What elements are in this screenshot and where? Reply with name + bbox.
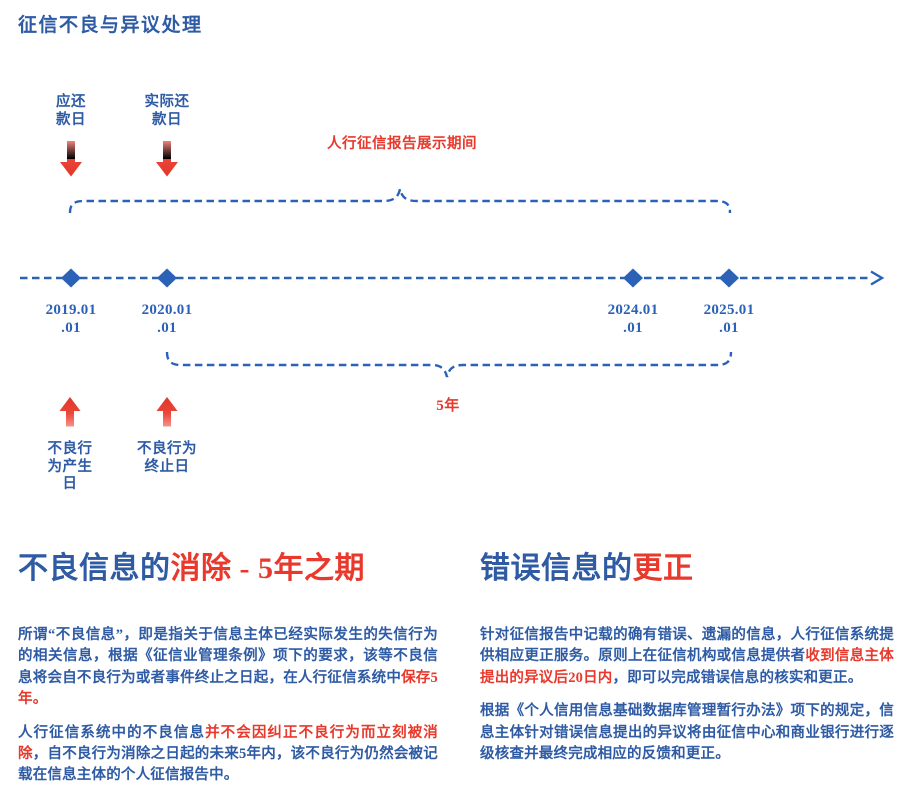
timeline-date-label: 2019.01 .01 [45, 302, 97, 336]
paragraph: 针对征信报告中记载的确有错误、遗漏的信息，人行征信系统提供相应更正服务。原则上在… [480, 625, 894, 689]
paragraph-segment-red: 收到信息主体提出的异议后20日内 [480, 648, 895, 686]
actual-date-label: 实际还 款日 [144, 94, 190, 128]
paragraph-segment: ，自不良行为消除之日起的未来5年内，该不良行为仍然会被记载在信息主体的个人征信报… [18, 746, 438, 784]
paragraph: 人行征信系统中的不良信息并不会因纠正不良行为而立刻被消除，自不良行为消除之日起的… [18, 723, 438, 787]
paragraph: 所谓“不良信息”，即是指关于信息主体已经实际发生的失信行为的相关信息，根据《征信… [18, 625, 438, 711]
section-bad-info-removal: 不良信息的消除 - 5年之期 所谓“不良信息”，即是指关于信息主体已经实际发生的… [18, 551, 438, 799]
paragraph-segment: ，即可以完成错误信息的核实和更正。 [612, 669, 863, 686]
timeline-marker [157, 268, 177, 288]
section-heading: 不良信息的消除 - 5年之期 [18, 551, 438, 587]
timeline-marker [61, 268, 81, 288]
page-title: 征信不良与异议处理 [18, 15, 203, 36]
heading-text-red: 消除 - 5年之期 [170, 552, 365, 585]
heading-text-red: 更正 [632, 552, 694, 585]
display-period-brace [68, 188, 732, 214]
heading-text-blue: 不良信息的 [18, 552, 171, 585]
five-year-brace [165, 351, 733, 378]
timeline-arrowhead [870, 270, 885, 286]
actual-date-arrow [156, 141, 178, 177]
paragraph-segment: 针对征信报告中记载的确有错误、遗漏的信息，人行征信系统提供相应更正服务。原则上在… [480, 627, 894, 665]
paragraph-segment: 根据《个人信用信息基础数据库管理暂行办法》项下的规定，信息主体针对错误信息提出的… [480, 703, 894, 763]
bad-start-label: 不良行 为产生 日 [47, 441, 93, 492]
bad-start-arrow [59, 397, 81, 427]
paragraph-segment: 所谓“不良信息”，即是指关于信息主体已经实际发生的失信行为的相关信息，根据《征信… [18, 627, 438, 686]
heading-text-blue: 错误信息的 [480, 552, 633, 585]
timeline-marker [719, 268, 739, 288]
paragraph: 根据《个人信用信息基础数据库管理暂行办法》项下的规定，信息主体针对错误信息提出的… [480, 701, 894, 765]
paragraph-segment: 人行征信系统中的不良信息 [18, 724, 206, 741]
section-heading: 错误信息的更正 [480, 551, 894, 587]
paragraph-segment-red: 保存5年。 [18, 669, 438, 708]
paragraph-segment-red: 并不会因纠正不良行为而立刻被消除 [18, 724, 438, 763]
section-error-correction: 错误信息的更正 针对征信报告中记载的确有错误、遗漏的信息，人行征信系统提供相应更… [480, 551, 894, 777]
timeline-date-label: 2020.01 .01 [141, 302, 193, 336]
timeline-date-label: 2024.01 .01 [607, 302, 659, 336]
due-date-arrow [60, 141, 82, 177]
bad-end-arrow [156, 397, 178, 427]
timeline-marker [623, 268, 643, 288]
display-period-label: 人行征信报告展示期间 [327, 136, 477, 152]
bad-end-label: 不良行为 终止日 [137, 441, 197, 475]
five-year-label: 5年 [436, 398, 460, 414]
timeline-date-label: 2025.01 .01 [703, 302, 755, 336]
due-date-label: 应还 款日 [56, 94, 86, 128]
